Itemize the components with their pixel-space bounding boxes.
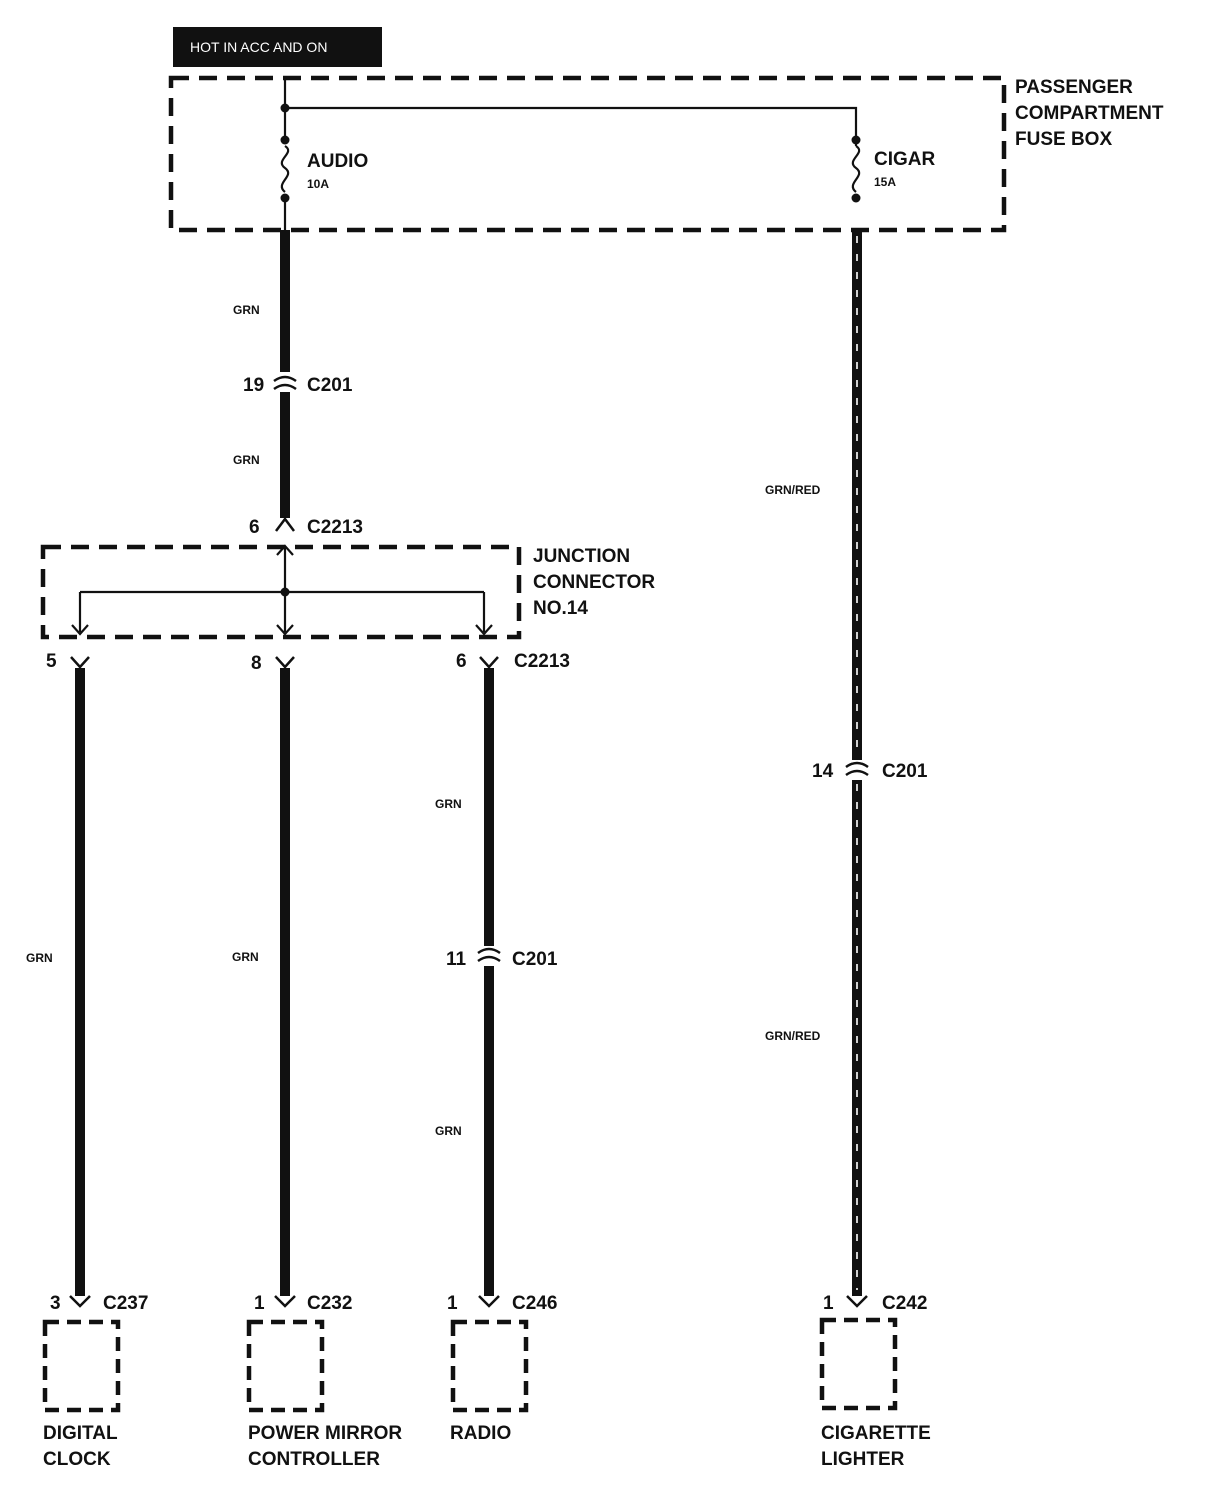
connector-name: C2213	[307, 517, 363, 538]
connector-c237: 3 C237	[50, 1293, 148, 1314]
connector-pin: 1	[823, 1293, 834, 1314]
junction-arrow-radio	[475, 624, 493, 636]
power-banner: HOT IN ACC AND ON	[173, 27, 382, 67]
junction-connector-outline	[40, 544, 522, 640]
cigar-fuse-name: CIGAR	[874, 149, 936, 170]
connector-name: C201	[512, 949, 558, 970]
component-box-lighter	[819, 1317, 898, 1411]
connector-pin: 14	[812, 761, 834, 782]
cigar-fuse: CIGAR 15A	[851, 135, 936, 203]
connector-name: C201	[882, 761, 928, 782]
junction-label-line2: CONNECTOR	[533, 572, 655, 593]
connector-c2213-clock: 5	[46, 651, 90, 672]
audio-fuse-element	[280, 145, 290, 193]
connector-pin: 8	[251, 653, 262, 674]
cigar-fuse-terminal-top	[851, 135, 861, 145]
junction-arrow-in	[276, 544, 294, 556]
fuse-box-outline	[168, 75, 1007, 233]
wire-color-radio-lower: GRN	[435, 1124, 462, 1138]
wire-color-clock: GRN	[26, 951, 53, 965]
fuse-box-label-line2: COMPARTMENT	[1015, 103, 1164, 124]
connector-name: C242	[882, 1293, 927, 1314]
wire-color-cigar-upper: GRN/RED	[765, 483, 821, 497]
component-box-clock	[42, 1319, 121, 1413]
connector-pin: 11	[446, 949, 467, 970]
connector-pin: 19	[243, 375, 264, 396]
fuse-box-label-line3: FUSE BOX	[1015, 129, 1112, 150]
connector-c201-radio: 11 C201	[446, 947, 558, 970]
connector-pin: 3	[50, 1293, 61, 1314]
connector-name: C237	[103, 1293, 148, 1314]
wire-color-mirror: GRN	[232, 950, 259, 964]
connector-name: C232	[307, 1293, 352, 1314]
connector-c232: 1 C232	[254, 1293, 352, 1314]
connector-c242: 1 C242	[823, 1293, 927, 1314]
audio-fuse-name: AUDIO	[307, 151, 368, 172]
connector-c246: 1 C246	[447, 1293, 557, 1314]
component-label-clock-line1: DIGITAL	[43, 1423, 118, 1444]
connector-name: C246	[512, 1293, 557, 1314]
component-label-clock-line2: CLOCK	[43, 1449, 111, 1470]
connector-name: C2213	[514, 651, 570, 672]
connector-c201-cigar: 14 C201	[812, 761, 928, 782]
wire-color-audio-lower: GRN	[233, 453, 260, 467]
wire-color-radio-upper: GRN	[435, 797, 462, 811]
connector-pin: 1	[254, 1293, 265, 1314]
audio-fuse: AUDIO 10A	[280, 135, 368, 203]
component-label-lighter-line2: LIGHTER	[821, 1449, 905, 1470]
connector-c201-audio: 19 C201	[243, 375, 353, 396]
bus-junction-dot	[280, 103, 290, 113]
junction-label-line3: NO.14	[533, 598, 588, 619]
junction-dot	[280, 587, 290, 597]
fuse-box-label-line1: PASSENGER	[1015, 77, 1133, 98]
banner-text: HOT IN ACC AND ON	[190, 39, 327, 55]
component-label-mirror-line1: POWER MIRROR	[248, 1423, 402, 1444]
connector-pin: 1	[447, 1293, 458, 1314]
cigar-fuse-terminal-bottom	[851, 193, 861, 203]
component-box-radio	[450, 1319, 529, 1413]
junction-label-line1: JUNCTION	[533, 546, 630, 567]
component-box-mirror	[246, 1319, 325, 1413]
component-label-lighter-line1: CIGARETTE	[821, 1423, 931, 1444]
banner-background	[173, 27, 382, 67]
junction-arrow-clock	[71, 624, 89, 636]
wire-color-audio-upper: GRN	[233, 303, 260, 317]
component-label-mirror-line2: CONTROLLER	[248, 1449, 380, 1470]
cigar-fuse-element	[851, 145, 861, 193]
audio-fuse-terminal-top	[280, 135, 290, 145]
fuse-bus	[283, 78, 858, 230]
connector-c2213-mirror: 8	[251, 653, 295, 674]
connector-pin: 6	[456, 651, 467, 672]
connector-pin: 6	[249, 517, 260, 538]
wire-color-cigar-lower: GRN/RED	[765, 1029, 821, 1043]
connector-pin: 5	[46, 651, 57, 672]
audio-fuse-rating: 10A	[307, 177, 329, 191]
component-label-radio: RADIO	[450, 1423, 511, 1444]
connector-c2213-radio: 6 C2213	[456, 651, 570, 672]
connector-c2213-in: 6 C2213	[249, 516, 363, 538]
connector-name: C201	[307, 375, 353, 396]
junction-arrow-mirror	[276, 624, 294, 636]
audio-fuse-terminal-bottom	[280, 193, 290, 203]
cigar-fuse-rating: 15A	[874, 175, 896, 189]
